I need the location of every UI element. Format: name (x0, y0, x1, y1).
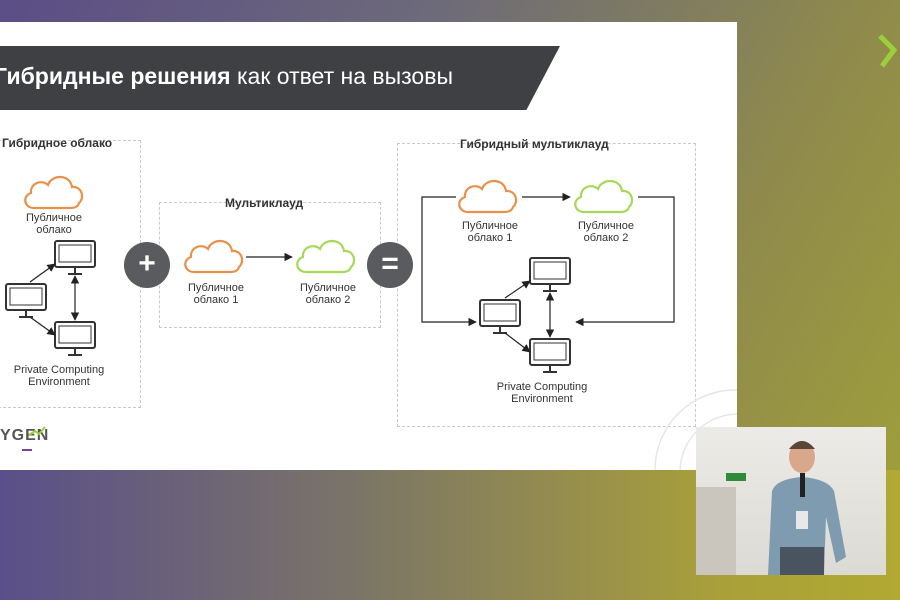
hybrid-multicloud-title: Гибридный мультиклауд (460, 137, 609, 151)
slide-title: Гибридные решения как ответ на вызовы (0, 63, 453, 90)
logo-underline (22, 449, 32, 451)
hm-private-env-label: Private Computing Environment (482, 381, 602, 405)
monitor-icon (54, 321, 96, 356)
cloud-icon (24, 175, 84, 210)
cloud-icon (184, 239, 244, 274)
monitor-icon (529, 257, 571, 292)
cloud-icon (296, 239, 356, 274)
title-bold-part: Гибридные решения (0, 63, 231, 89)
multicloud-cloud2-label: Публичное облако 2 (286, 282, 370, 306)
label-line: Private Computing (13, 364, 105, 376)
label-line: Публичное (578, 220, 634, 232)
label-line: облако (36, 224, 72, 236)
title-bar (0, 46, 560, 110)
label-line: Environment (511, 393, 573, 405)
label-line: Private Computing (496, 381, 588, 393)
multicloud-cloud1-label: Публичное облако 1 (174, 282, 258, 306)
public-cloud-label: Публичное облако (14, 212, 94, 236)
private-env-label: Private Computing Environment (0, 364, 118, 388)
label-line: облако 2 (583, 232, 629, 244)
speaker-video-inset (696, 427, 886, 575)
hybrid-cloud-title: Гибридное облако (2, 136, 113, 150)
monitor-icon (54, 240, 96, 275)
hm-cloud2-label: Публичное облако 2 (564, 220, 648, 244)
cloud-icon (574, 179, 634, 214)
label-line: Публичное (300, 282, 356, 294)
diagram-graphics (5, 175, 737, 470)
label-line: облако 1 (193, 294, 239, 306)
logo-check-icon (28, 426, 46, 436)
monitor-icon (479, 299, 521, 334)
label-line: Публичное (188, 282, 244, 294)
label-line: Публичное (462, 220, 518, 232)
hm-cloud1-label: Публичное облако 1 (448, 220, 532, 244)
background-wall (696, 487, 736, 575)
cloud-icon (458, 179, 518, 214)
plus-icon: + (124, 242, 170, 288)
label-line: облако 1 (467, 232, 513, 244)
title-rest-part: как ответ на вызовы (230, 63, 453, 89)
speaker-figure (768, 441, 846, 575)
exit-sign (726, 473, 746, 481)
label-line: облако 2 (305, 294, 351, 306)
equals-icon: = (367, 242, 413, 288)
label-line: Публичное (26, 212, 82, 224)
label-line: Environment (28, 376, 90, 388)
multicloud-title: Мультиклауд (225, 196, 304, 210)
monitor-icon (529, 338, 571, 373)
brand-chevron-icon (878, 34, 898, 68)
monitor-icon (5, 283, 47, 318)
presentation-slide: Гибридные решения как ответ на вызовы Ги… (0, 22, 737, 470)
